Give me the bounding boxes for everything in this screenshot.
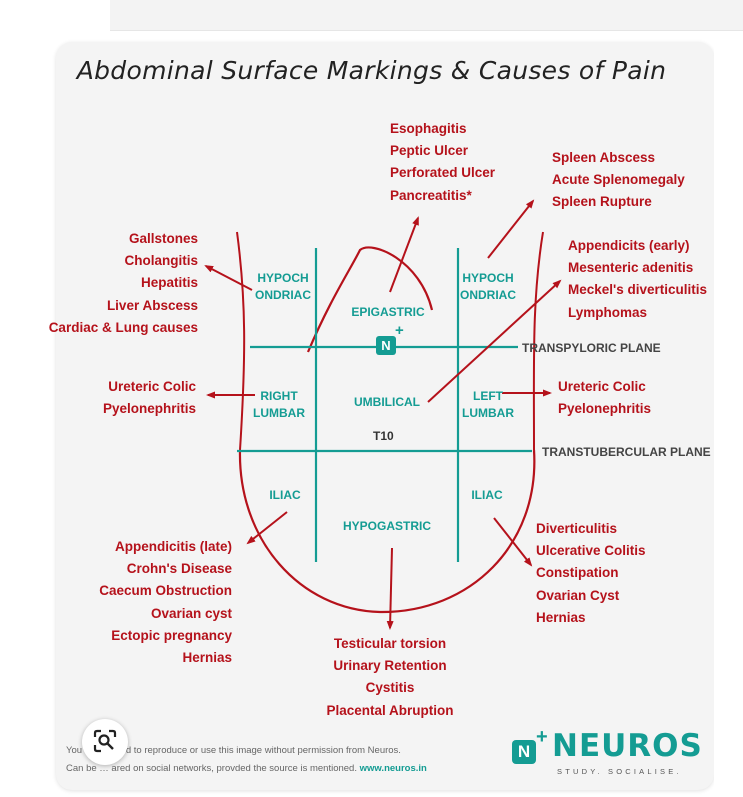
arrow-left-hypochondriac (487, 199, 535, 259)
logo-tagline: STUDY. SOCIALISE. (557, 767, 682, 776)
causes-umbilical: Appendicits (early)Mesenteric adenitis M… (568, 238, 708, 320)
arrow-right-hypochondriac (204, 265, 253, 291)
copyright-line-1: You … ermitted to reproduce or use this … (66, 745, 401, 756)
left-flank-line (236, 231, 246, 451)
right-flank-line (532, 231, 544, 451)
visual-search-icon (93, 729, 117, 753)
mini-logo-mark: N (376, 336, 396, 355)
logo-wordmark: NEUROS (552, 728, 703, 764)
t10-label: T10 (373, 429, 394, 443)
transtubercular-plane-label: TRANSTUBERCULAR PLANE (542, 445, 711, 459)
arrow-umbilical (427, 279, 562, 403)
causes-right-iliac: Appendicitis (late)Crohn's Disease Caecu… (99, 539, 232, 666)
transpyloric-plane-label: TRANSPYLORIC PLANE (522, 341, 661, 355)
top-bar (110, 0, 743, 31)
mini-logo-plus: + (395, 322, 404, 339)
visual-search-button[interactable] (82, 719, 128, 765)
copyright-line-2: Can be … ared on social networks, provde… (66, 763, 427, 774)
copyright-notice: You … ermitted to reproduce or use this … (66, 742, 427, 778)
logo-plus: + (536, 726, 548, 748)
region-hypogastric: HYPOGASTRIC (342, 519, 431, 533)
region-left-iliac: ILIAC (471, 488, 503, 502)
region-epigastric: EPIGASTRIC (351, 305, 425, 319)
website-link[interactable]: www.neuros.in (359, 763, 427, 774)
image-card[interactable] (56, 42, 714, 790)
costal-margin (306, 246, 434, 353)
logo-mark: N (512, 740, 536, 764)
arrow-left-iliac (493, 517, 533, 567)
lower-abdomen-curve (238, 449, 536, 614)
region-umbilical: UMBILICAL (354, 395, 420, 409)
arrow-right-iliac (246, 511, 288, 545)
right-panel (714, 42, 743, 790)
diagram-title: Abdominal Surface Markings & Causes of P… (76, 56, 667, 85)
arrow-epigastric (389, 216, 419, 293)
region-right-iliac: ILIAC (269, 488, 301, 502)
arrow-hypogastric (386, 547, 394, 630)
